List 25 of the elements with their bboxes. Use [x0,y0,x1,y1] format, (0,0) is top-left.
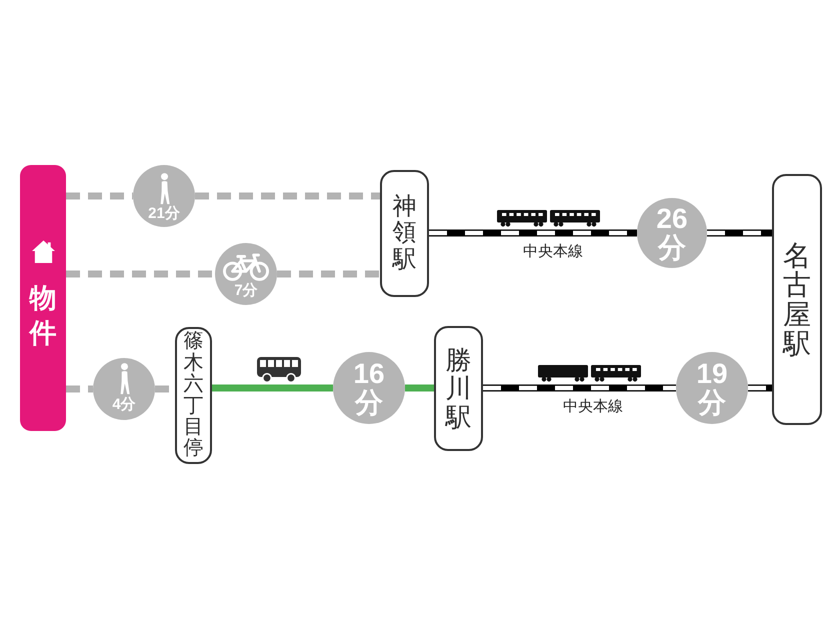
railway-line [748,384,772,392]
property-label: 物件 [28,282,58,350]
railway-line [707,230,772,236]
dashed-line [195,192,380,200]
station-box: 勝川駅 [434,326,483,451]
duration-label: 26分 [655,204,689,262]
station-box: 神領駅 [380,170,429,297]
railway-line [429,230,637,236]
duration-label: 16分 [352,358,386,418]
station-box: 名古屋駅 [772,174,822,425]
route-line [405,384,434,392]
duration-label: 21分 [147,206,181,221]
station-box: 篠木六丁目停 [175,327,212,464]
duration-label: 19分 [695,358,729,418]
property-box [20,165,66,431]
railway-line [483,384,676,392]
duration-label: 7分 [233,283,259,298]
edge-label: 中央本線 [521,244,585,260]
duration-label: 4分 [111,397,137,412]
dashed-line [66,270,215,278]
dashed-line [66,386,93,392]
edge-label: 中央本線 [561,398,625,416]
dashed-line [277,270,380,278]
dashed-line [66,192,133,200]
route-line [212,384,333,392]
